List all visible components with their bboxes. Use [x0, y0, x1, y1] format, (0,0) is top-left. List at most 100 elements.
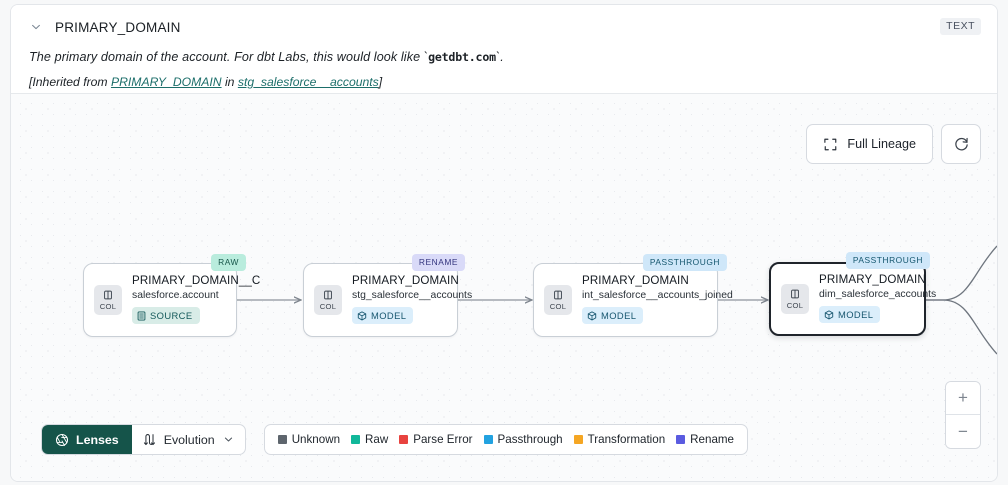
legend-swatch [277, 435, 287, 444]
zoom-in-button[interactable]: + [946, 382, 980, 415]
expand-icon [824, 138, 837, 150]
legend-item-transformation: Transformation [573, 433, 666, 446]
evolution-dropdown[interactable]: Evolution [132, 425, 245, 454]
column-chip: COL [314, 285, 342, 315]
node-table-name: salesforce.account [132, 290, 219, 302]
cube-icon [587, 311, 597, 321]
chevron-down-icon[interactable] [29, 20, 43, 34]
lineage-node-stg-salesforce-accounts[interactable]: RENAME COL PRIMARY_DOMAIN stg_salesforce… [303, 254, 472, 337]
description-prefix: The primary domain of the account. For d… [29, 50, 429, 64]
legend-item-rename: Rename [676, 433, 734, 446]
lineage-node-primary-domain-c[interactable]: RAW COL PRIMARY_DOMAIN__C salesforce.acc… [83, 254, 260, 337]
inherited-suffix: ] [378, 75, 383, 89]
evolution-label: Evolution [163, 432, 215, 447]
legend-swatch [483, 435, 493, 444]
full-lineage-label: Full Lineage [847, 137, 916, 151]
column-chip-label: COL [319, 302, 337, 311]
node-tag-raw: RAW [211, 254, 246, 271]
node-column-name: PRIMARY_DOMAIN [582, 274, 689, 288]
column-description: The primary domain of the account. For d… [29, 50, 981, 64]
canvas-top-controls: Full Lineage [806, 124, 981, 164]
columns-icon [554, 290, 562, 300]
legend-label: Transformation [587, 433, 666, 446]
status-badge: TEXT [940, 18, 981, 35]
legend-item-parse-error: Parse Error [399, 433, 473, 446]
node-kind-label: MODEL [838, 309, 874, 321]
node-table-name: dim_salesforce_accounts [819, 289, 937, 301]
refresh-icon [954, 137, 968, 150]
node-body: PRIMARY_DOMAIN__C salesforce.account SOU… [132, 274, 260, 326]
lineage-legend: Unknown Raw Parse Error Passthrough [263, 424, 748, 455]
edge-4-out-top [926, 245, 997, 301]
description-suffix: `. [495, 50, 504, 64]
legend-label: Passthrough [497, 433, 563, 446]
column-chip: COL [94, 285, 122, 315]
inherited-middle: in [221, 75, 238, 89]
lineage-canvas[interactable]: RAW COL PRIMARY_DOMAIN__C salesforce.acc… [11, 93, 997, 481]
edge-4-out-bottom [926, 299, 997, 355]
chevron-down-icon [224, 437, 232, 442]
node-kind-badge: MODEL [582, 307, 644, 325]
zoom-out-button[interactable]: − [946, 415, 980, 448]
lineage-node-int-salesforce-accounts-joined[interactable]: PASSTHROUGH COL PRIMARY_DOMAIN int_sales… [533, 254, 733, 337]
legend-item-raw: Raw [351, 433, 388, 446]
column-chip: COL [781, 284, 809, 314]
columns-icon [104, 290, 112, 300]
cube-icon [824, 310, 834, 320]
refresh-button[interactable] [941, 124, 981, 164]
node-column-name: PRIMARY_DOMAIN [819, 273, 926, 287]
node-body: PRIMARY_DOMAIN dim_salesforce_accounts M… [819, 273, 936, 325]
lineage-card: PRIMARY_DOMAIN TEXT The primary domain o… [10, 4, 998, 482]
node-kind-label: MODEL [601, 310, 637, 322]
legend-swatch [573, 435, 583, 444]
legend-label: Raw [365, 433, 389, 446]
column-chip-label: COL [549, 302, 567, 311]
columns-icon [791, 289, 799, 299]
full-lineage-button[interactable]: Full Lineage [806, 124, 933, 164]
node-kind-badge: MODEL [819, 306, 881, 324]
node-body: PRIMARY_DOMAIN int_salesforce__accounts_… [582, 274, 733, 326]
node-column-name: PRIMARY_DOMAIN__C [132, 274, 261, 288]
legend-swatch [676, 435, 686, 444]
cube-icon [357, 311, 367, 321]
node-kind-badge: MODEL [352, 307, 414, 325]
lenses-button[interactable]: Lenses [42, 425, 132, 454]
node-kind-label: MODEL [371, 310, 407, 322]
page-title: PRIMARY_DOMAIN [55, 19, 181, 35]
panel-header: PRIMARY_DOMAIN TEXT The primary domain o… [11, 5, 997, 93]
column-chip: COL [544, 285, 572, 315]
node-kind-label: SOURCE [150, 310, 193, 322]
columns-icon [324, 290, 332, 300]
description-code: getdbt.com [428, 50, 496, 64]
legend-label: Unknown [291, 433, 341, 446]
aperture-icon [55, 433, 69, 446]
inherited-from-note: [Inherited from PRIMARY_DOMAIN in stg_sa… [29, 75, 981, 89]
node-tag-passthrough: PASSTHROUGH [845, 252, 930, 269]
node-tag-passthrough: PASSTHROUGH [642, 254, 727, 271]
inherited-prefix: [Inherited from [29, 75, 111, 89]
zoom-controls: + − [945, 381, 981, 449]
database-icon [137, 311, 146, 321]
lineage-edges [237, 245, 997, 355]
node-table-name: int_salesforce__accounts_joined [582, 290, 733, 302]
inherited-model-link[interactable]: stg_salesforce__accounts [237, 75, 379, 89]
title-row: PRIMARY_DOMAIN [29, 17, 981, 37]
node-column-name: PRIMARY_DOMAIN [352, 274, 459, 288]
column-chip-label: COL [99, 302, 117, 311]
lineage-node-dim-salesforce-accounts[interactable]: PASSTHROUGH COL PRIMARY_DOMAIN dim_sales… [769, 252, 936, 336]
canvas-bottom-toolbar: Lenses Evolution [41, 424, 748, 455]
legend-label: Parse Error [413, 433, 473, 446]
legend-swatch [399, 435, 409, 444]
node-body: PRIMARY_DOMAIN stg_salesforce__accounts … [352, 274, 472, 326]
legend-item-unknown: Unknown [277, 433, 341, 446]
node-tag-rename: RENAME [411, 254, 465, 271]
node-table-name: stg_salesforce__accounts [352, 290, 473, 302]
legend-swatch [351, 435, 361, 444]
inherited-column-link[interactable]: PRIMARY_DOMAIN [110, 75, 222, 89]
node-kind-badge: SOURCE [132, 307, 200, 325]
legend-label: Rename [690, 433, 734, 446]
legend-item-passthrough: Passthrough [483, 433, 563, 446]
lenses-evolution-group: Lenses Evolution [41, 424, 246, 455]
lenses-label: Lenses [76, 432, 119, 447]
